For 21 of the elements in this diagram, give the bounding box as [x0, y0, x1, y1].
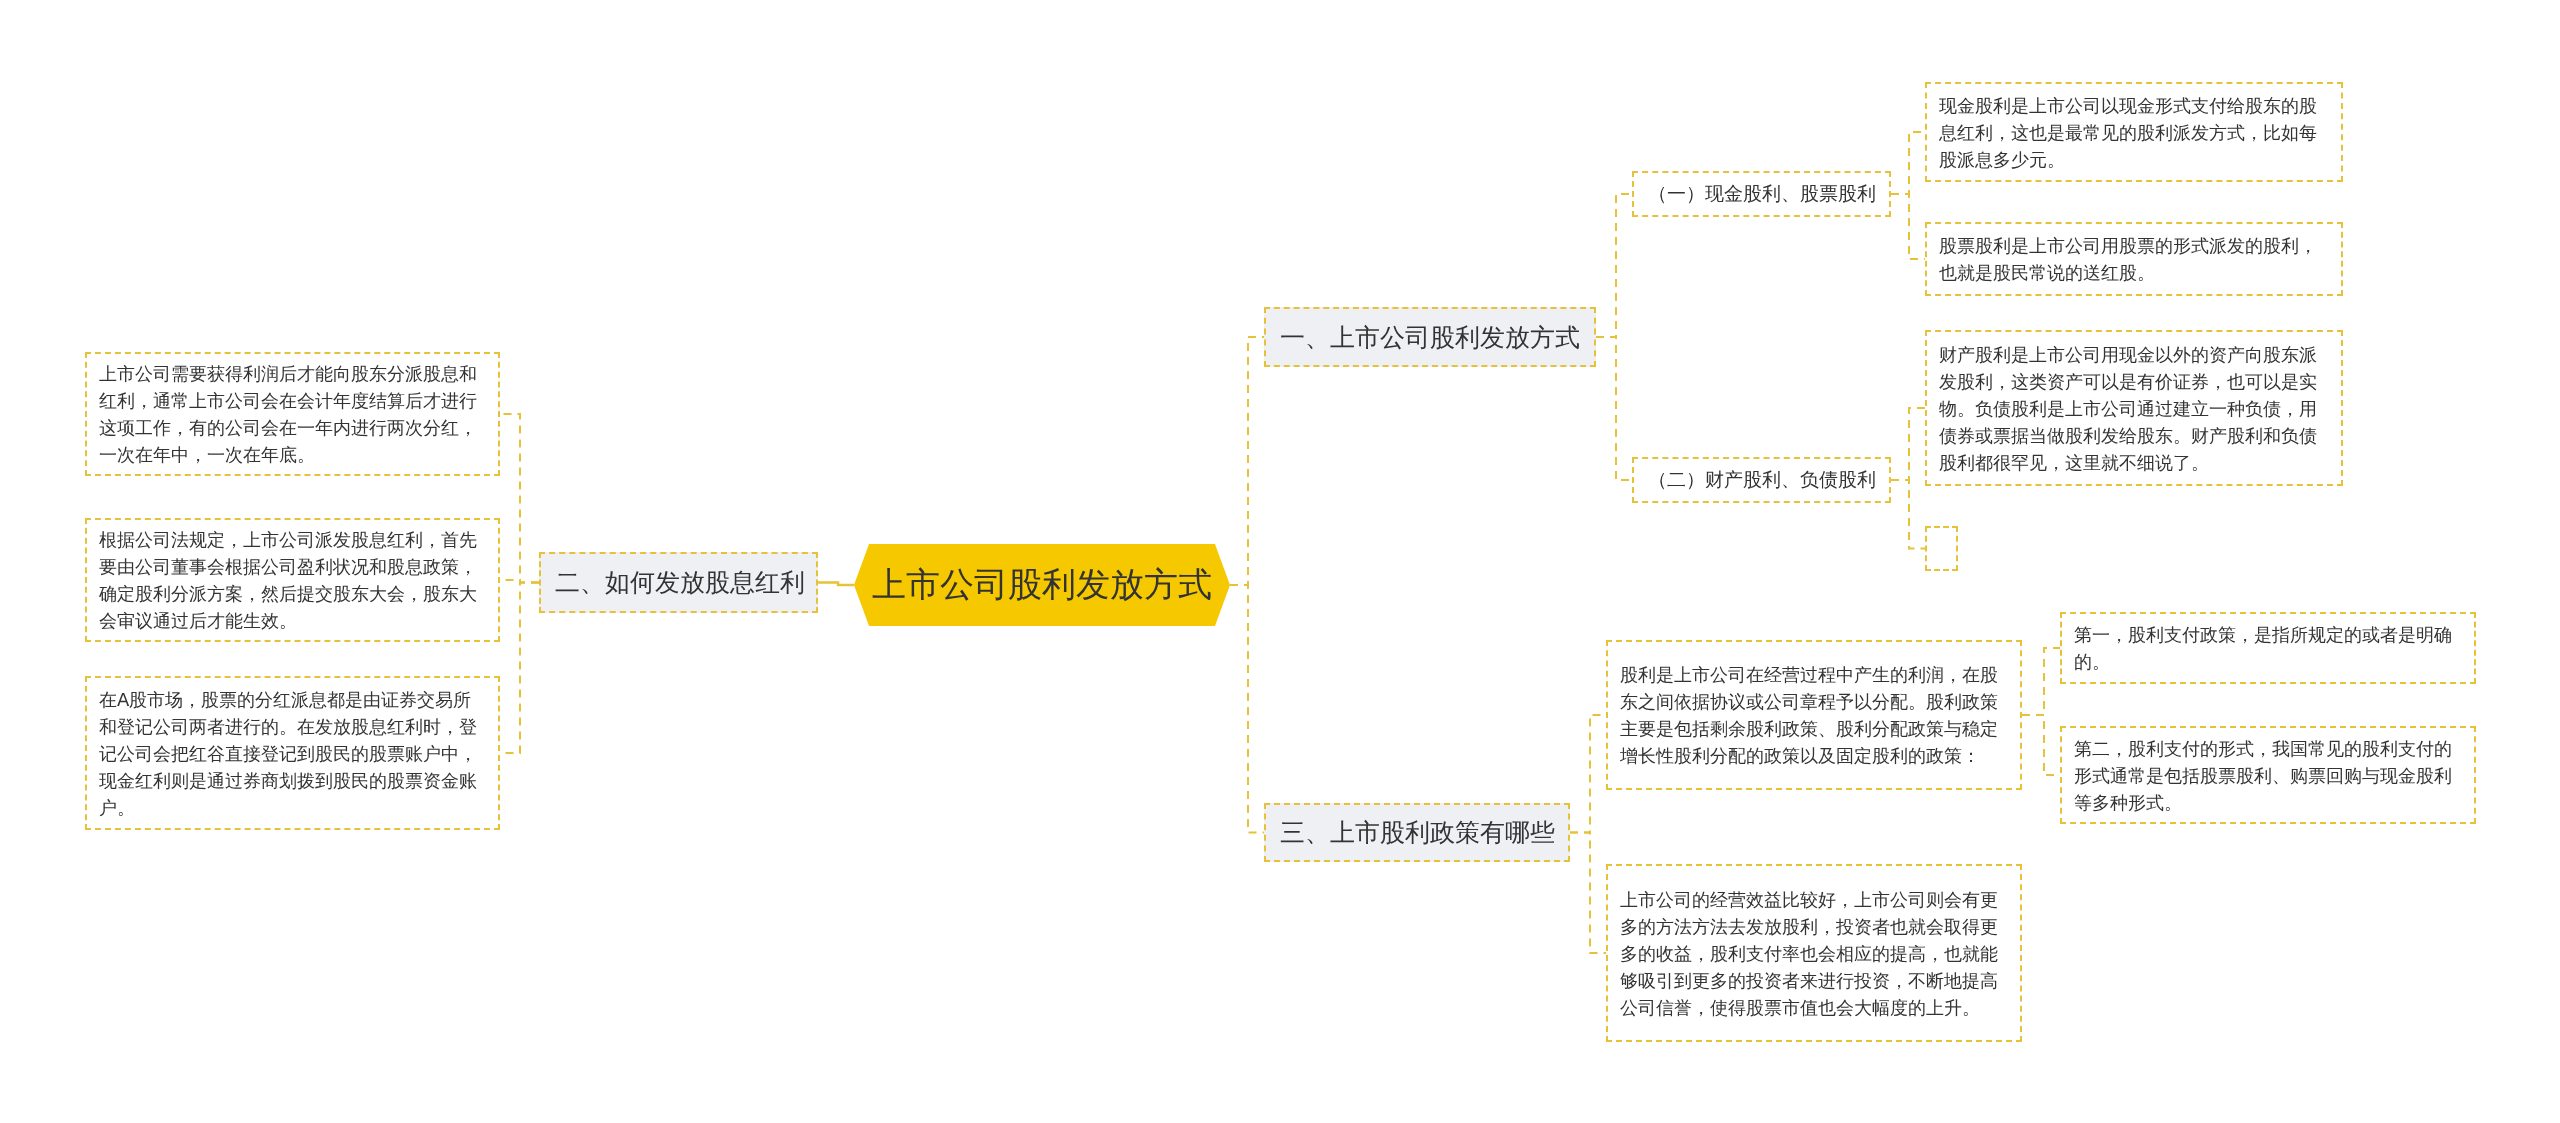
topic-box: 一、上市公司股利发放方式 [1264, 307, 1596, 367]
text-box: 在A股市场，股票的分红派息都是由证券交易所和登记公司两者进行的。在发放股息红利时，登记公司会把红谷直接登记到股民的股票账户中，现金红利则是通过券商划拨到股民的股票资金账户。 [85, 676, 500, 830]
text-box: 根据公司法规定，上市公司派发股息红利，首先要由公司董事会根据公司盈利状况和股息政策，确定股利分派方案，然后提交股东大会，股东大会审议通过后才能生效。 [85, 518, 500, 642]
text-box: 股票股利是上市公司用股票的形式派发的股利，也就是股民常说的送红股。 [1925, 222, 2343, 296]
text-box: 现金股利是上市公司以现金形式支付给股东的股息红利，这也是最常见的股利派发方式，比如每股派息多少元。 [1925, 82, 2343, 182]
empty-box [1925, 526, 1958, 571]
connector-line [818, 581, 854, 587]
text-box: 上市公司的经营效益比较好，上市公司则会有更多的方法方法去发放股利，投资者也就会取得更多的收益，股利支付率也会相应的提高，也就能够吸引到更多的投资者来进行投资，不断地提高公司信誉，使得股票市值也会大幅度的上升。 [1606, 864, 2022, 1042]
text-box: 上市公司需要获得利润后才能向股东分派股息和红利，通常上市公司会在会计年度结算后才进行这项工作，有的公司会在一年内进行两次分红，一次在年中，一次在年底。 [85, 352, 500, 476]
text-box: 股利是上市公司在经营过程中产生的利润，在股东之间依据协议或公司章程予以分配。股利政策主要是包括剩余股利政策、股利分配政策与稳定增长性股利分配的政策以及固定股利的政策： [1606, 640, 2022, 790]
connector-line [1890, 479, 1926, 550]
topic-box: 三、上市股利政策有哪些 [1264, 803, 1570, 862]
connector-line [1229, 584, 1265, 834]
subtopic-box: （一）现金股利、股票股利 [1632, 171, 1891, 217]
text-box: 财产股利是上市公司用现金以外的资产向股东派发股利，这类资产可以是有价证券，也可以是实物。负债股利是上市公司通过建立一种负债，用债券或票据当做股利发给股东。财产股利和负债股利都很罕见，这里就不细说了。 [1925, 330, 2343, 486]
text-box: 第一，股利支付政策，是指所规定的或者是明确的。 [2060, 612, 2476, 684]
subtopic-box: （二）财产股利、负债股利 [1632, 457, 1891, 503]
text-box: 第二，股利支付的形式，我国常见的股利支付的形式通常是包括股票股利、购票回购与现金股利等多种形式。 [2060, 726, 2476, 824]
central-topic: 上市公司股利发放方式 [854, 544, 1230, 626]
connector-line [1569, 831, 1607, 954]
topic-box: 二、如何发放股息红利 [539, 552, 818, 613]
